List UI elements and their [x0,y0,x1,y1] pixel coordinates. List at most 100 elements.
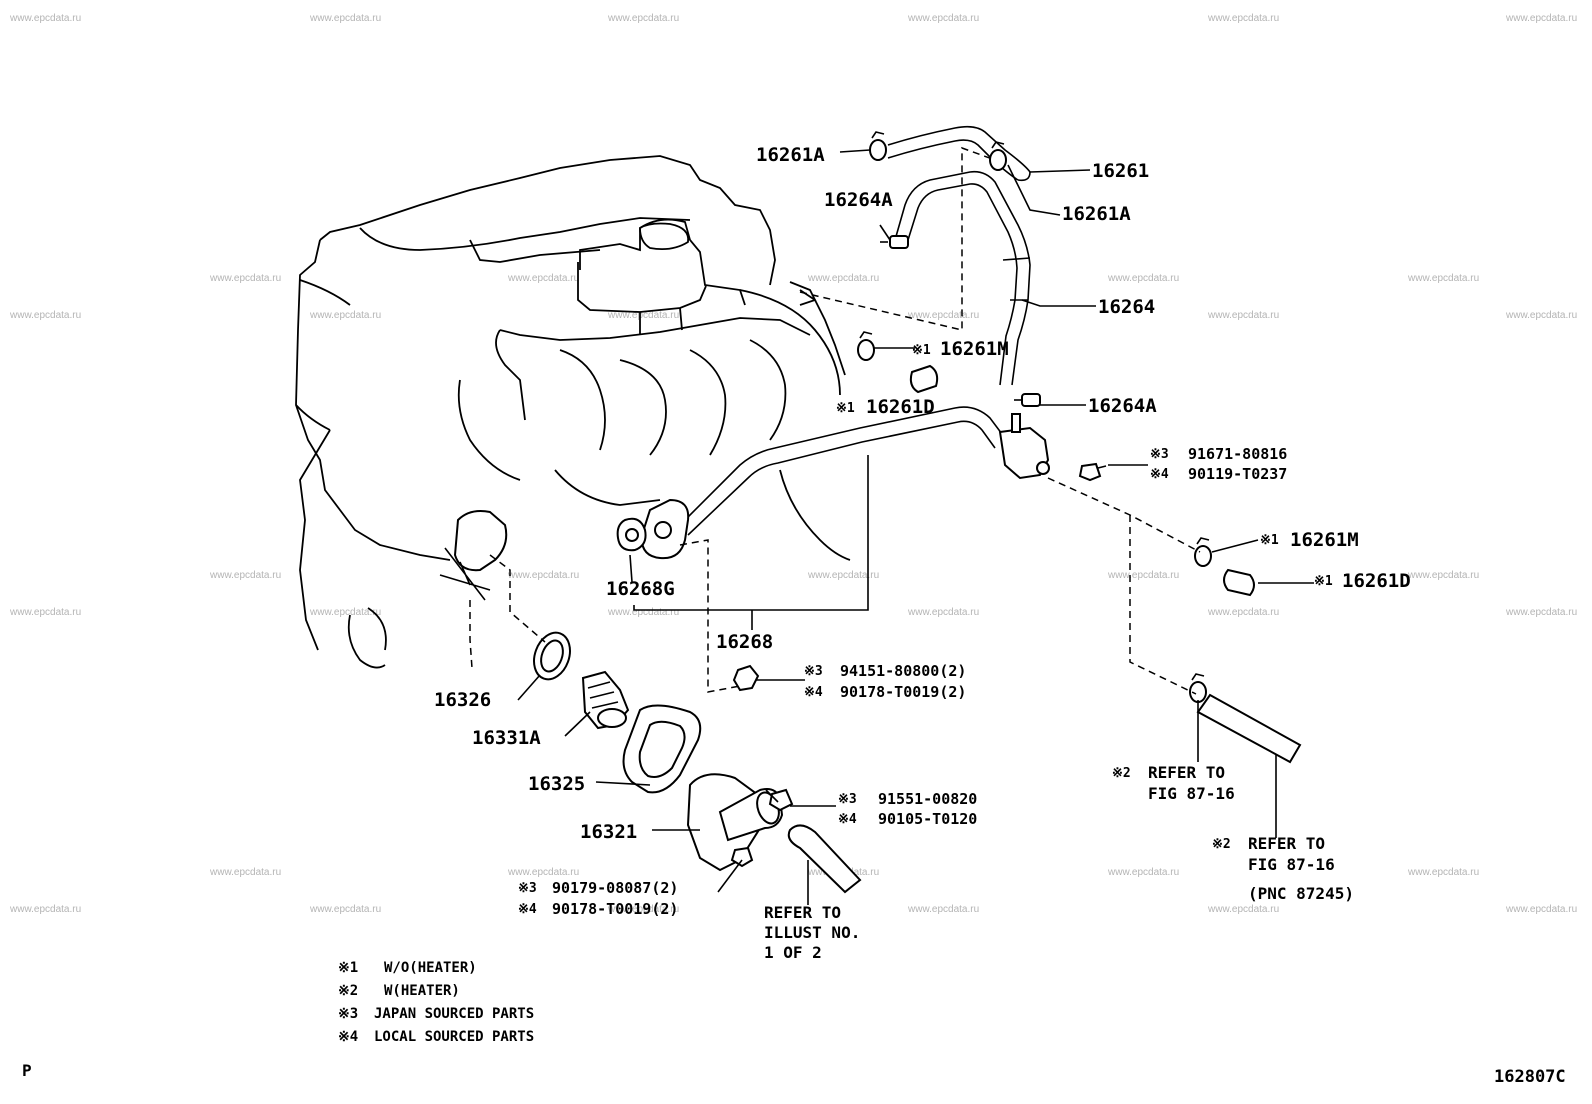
part-90105-t0120: 90105-T0120 [878,810,977,828]
clamp-16261m-top [857,331,875,361]
clamp-16264a-top [880,235,909,249]
hose-16264 [894,170,1031,386]
gasket-16325 [622,704,702,794]
watermark: www.epcdata.ru [1505,607,1577,618]
legend-mark-3: ※3 [338,1006,358,1022]
watermark: www.epcdata.ru [807,273,879,284]
watermark: www.epcdata.ru [1107,867,1179,878]
legend-mark-4: ※4 [338,1029,358,1045]
watermark: www.epcdata.ru [607,310,679,321]
bolts-drawing [730,462,1107,868]
legend: ※1 W/O(HEATER) ※2 W(HEATER) ※3 JAPAN SOU… [338,960,534,1045]
legend-text-1: W/O(HEATER) [384,960,477,976]
watermark: www.epcdata.ru [507,273,579,284]
corner-mark: P [22,1061,32,1080]
watermark: www.epcdata.ru [1505,904,1577,915]
mark-ref1: ※2 [1112,766,1131,781]
mark-b3-4: ※4 [838,812,857,827]
label-16264a-top: 16264A [824,189,893,211]
watermark: www.epcdata.ru [607,13,679,24]
illustration-id: 162807C [1494,1067,1566,1087]
legend-text-3: JAPAN SOURCED PARTS [374,1006,534,1022]
watermark-layer: www.epcdata.ru www.epcdata.ru www.epcdata.… [9,13,1577,915]
part-94151-80800: 94151-80800(2) [840,662,966,680]
mark-b2-3: ※3 [804,664,823,679]
oring-16326 [533,631,571,681]
watermark: www.epcdata.ru [907,13,979,24]
mark-b4-4: ※4 [518,902,537,917]
clamp-refer-fig [1189,673,1207,703]
watermark: www.epcdata.ru [209,570,281,581]
label-16268: 16268 [716,631,773,653]
watermark: www.epcdata.ru [507,867,579,878]
watermark: www.epcdata.ru [209,867,281,878]
mark-b1-3: ※3 [1150,447,1169,462]
watermark: www.epcdata.ru [1407,273,1479,284]
part-91671-80816: 91671-80816 [1188,445,1287,463]
label-16261m-top: 16261M [940,338,1009,360]
label-16261m-right: 16261M [1290,529,1359,551]
watermark: www.epcdata.ru [309,904,381,915]
legend-mark-2: ※2 [338,983,358,999]
pipe-16268 [640,406,1050,560]
watermark: www.epcdata.ru [907,607,979,618]
legend-text-4: LOCAL SOURCED PARTS [374,1029,534,1045]
watermark: www.epcdata.ru [9,13,81,24]
reference-dashes [469,146,1201,695]
watermark: www.epcdata.ru [1207,607,1279,618]
ref3-line1: REFER TO [764,903,841,922]
bolt-callouts: ※3 91671-80816 ※4 90119-T0237 ※3 94151-8… [518,445,1287,918]
gasket-16268g [616,517,647,552]
watermark: www.epcdata.ru [209,273,281,284]
mark-b2-4: ※4 [804,685,823,700]
part-labels: 16261A 16261 16264A 16261A 16264 ※1 1626… [434,144,1411,843]
ref2-line2: FIG 87-16 [1248,855,1335,874]
hose-16261 [887,125,1031,182]
legend-mark-1: ※1 [338,960,358,976]
watermark: www.epcdata.ru [607,607,679,618]
watermark: www.epcdata.ru [907,904,979,915]
clamp-16261a-top [869,131,887,161]
watermark: www.epcdata.ru [1107,570,1179,581]
label-16261a-top: 16261A [756,144,825,166]
clamp-16264a-bot [1014,393,1041,407]
part-90178-t0019-a: 90178-T0019(2) [840,683,966,701]
watermark: www.epcdata.ru [1505,13,1577,24]
label-16261: 16261 [1092,160,1149,182]
part-90179-08087: 90179-08087(2) [552,879,678,897]
engine-block-drawing [295,155,851,669]
label-16261d-top: 16261D [866,396,935,418]
label-16325: 16325 [528,773,585,795]
part-90178-t0019-b: 90178-T0019(2) [552,900,678,918]
mark-16261m-right: ※1 [1260,533,1279,548]
clamp-16261a-mid [989,141,1007,171]
watermark: www.epcdata.ru [1207,310,1279,321]
label-16264a-bot: 16264A [1088,395,1157,417]
clamp-16261m-right [1194,537,1212,567]
watermark: www.epcdata.ru [9,607,81,618]
reference-notes: ※2 REFER TO FIG 87-16 ※2 REFER TO FIG 87… [764,763,1354,962]
watermark: www.epcdata.ru [507,570,579,581]
hose-pieces [787,364,1302,894]
label-16326: 16326 [434,689,491,711]
ref2-line3: (PNC 87245) [1248,884,1354,903]
watermark: www.epcdata.ru [309,13,381,24]
watermark: www.epcdata.ru [1505,310,1577,321]
label-16268g: 16268G [606,578,675,600]
legend-text-2: W(HEATER) [384,983,460,999]
part-90119-t0237: 90119-T0237 [1188,465,1287,483]
ref1-line2: FIG 87-16 [1148,784,1235,803]
label-16261d-right: 16261D [1342,570,1411,592]
mark-16261m-top: ※1 [912,343,931,358]
label-16261a-mid: 16261A [1062,203,1131,225]
ref2-line1: REFER TO [1248,834,1325,853]
watermark: www.epcdata.ru [607,904,679,915]
label-16264: 16264 [1098,296,1155,318]
mark-16261d-top: ※1 [836,401,855,416]
label-16331a: 16331A [472,727,541,749]
watermark: www.epcdata.ru [1207,13,1279,24]
mark-16261d-right: ※1 [1314,574,1333,589]
label-16321: 16321 [580,821,637,843]
